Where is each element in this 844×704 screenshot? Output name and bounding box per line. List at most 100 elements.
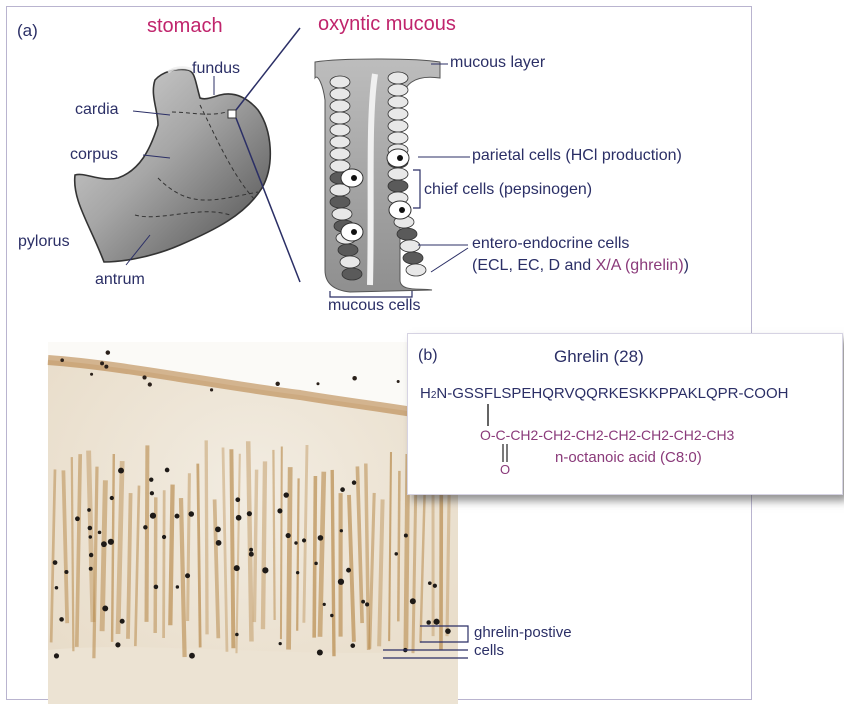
parietal-cells-label: parietal cells (HCl production) [472,148,682,164]
gland-cell [330,112,350,124]
cardia-label: cardia [75,102,119,118]
ghrelin-positive-cell [176,585,179,588]
ghrelin-positive-cell [318,535,324,541]
ghrelin-positive-cell [277,508,282,513]
surface-dot [104,365,108,369]
ghrelin-positive-cell [89,535,92,538]
gland-cell [340,256,360,268]
ghrelin-positive-cell [143,525,147,529]
ghrelin-positive-cell [54,653,59,658]
ghrelin-positive-cell [395,552,398,555]
fundus-label: fundus [192,61,240,77]
ghrelin-positive-cell [235,497,240,502]
ghrelin-positive-cell [149,478,153,482]
gland-cell [330,124,350,136]
stain-streak [281,447,282,640]
enteroendocrine-cells-label: entero-endocrine cells [472,236,629,252]
cell-nucleus [351,229,357,235]
ghrelin-positive-cell [410,598,416,604]
gland-cell [388,168,408,180]
stain-streak [297,478,298,630]
enteroendocrine-types-suffix: ) [684,257,689,274]
ghrelin-positive-cell [317,650,323,656]
ghrelin-positive-cell [284,492,289,497]
surface-dot [352,376,357,381]
enteroendocrine-types-label: (ECL, EC, D and X/A (ghrelin)) [472,258,689,274]
gland-cell [338,244,358,256]
stain-streak [147,445,148,621]
ghrelin-positive-cell [150,491,154,495]
ghrelin-positive-cell [340,487,345,492]
ghrelin-positive-cell [189,653,195,659]
gland-cell [388,132,408,144]
corpus-label: corpus [70,147,118,163]
stain-streak [398,471,399,622]
gland-cell [403,252,423,264]
ghrelin-positive-cell [235,633,239,637]
gland-cell [330,196,350,208]
ghrelin-positive-cell [286,533,291,538]
surface-dot [148,382,152,386]
stain-streak [273,450,274,620]
oxyntic-mucous-title: oxyntic mucous [318,14,456,34]
pylorus-label: pylorus [18,234,70,250]
ghrelin-positive-cell [236,515,242,521]
ghrelin-positive-cell [249,552,254,557]
ghrelin-positive-label-cells: cells [474,643,504,658]
stain-streak [254,470,256,622]
panel-a-tag: (a) [17,22,38,39]
ghrelin-positive-cell [89,567,93,571]
ghrelin-positive-cell [247,511,252,516]
gland-cell [330,76,350,88]
ghrelin-positive-cell [101,541,107,547]
surface-dot [316,382,319,385]
ghrelin-positive-cell [53,560,58,565]
chief-cells-label: chief cells (pepsinogen) [424,182,592,198]
surface-dot [142,375,146,379]
ghrelin-positive-cell [445,628,451,634]
ghrelin-positive-cell [115,642,120,647]
gland-cell [388,96,408,108]
mucous-layer-label: mucous layer [450,55,545,71]
panel-b-inset: (b) Ghrelin (28) H2N-GSSFLSPEHQRVQQRKESK… [407,333,843,495]
ghrelin-positive-cell [302,538,306,542]
ghrelin-positive-cell [365,602,369,606]
surface-dot [275,382,279,386]
ghrelin-positive-cell [234,565,240,571]
surface-dot [106,350,110,354]
ghrelin-positive-cell [426,620,431,625]
stain-streak [72,457,74,651]
ghrelin-positive-cell [296,571,299,574]
antrum-label: antrum [95,272,145,288]
stain-streak [188,473,190,621]
ghrelin-positive-cell [118,468,124,474]
ghrelin-positive-cell [262,567,268,573]
gland-cell [330,148,350,160]
gland-cell [388,108,408,120]
ghrelin-positive-cell [279,642,282,645]
ghrelin-positive-cell [350,643,355,648]
ghrelin-positive-cell [88,526,93,531]
ghrelin-positive-cell [55,586,59,590]
ghrelin-positive-label: ghrelin-postive [474,625,572,640]
gland-cell [388,84,408,96]
surface-dot [397,380,400,383]
ghrelin-positive-cell [352,480,356,484]
ghrelin-positive-cell [361,600,365,604]
ghrelin-positive-cell [59,617,64,622]
ghrelin-positive-cell [150,513,156,519]
stomach-illustration [75,68,271,262]
cell-nucleus [397,155,403,161]
stain-streak [128,493,131,639]
ghrelin-positive-cell [89,553,93,557]
ghrelin-positive-cell [346,568,351,573]
stain-streak [231,449,233,648]
surface-dot [100,361,104,365]
gland-cell [330,88,350,100]
surface-dot [90,373,93,376]
ghrelin-cell-type: X/A (ghrelin) [596,257,684,274]
ghrelin-positive-cell [87,508,91,512]
stomach-shape [75,69,271,262]
ghrelin-positive-cell [340,529,343,532]
enteroendocrine-types-prefix: (ECL, EC, D and [472,257,596,274]
